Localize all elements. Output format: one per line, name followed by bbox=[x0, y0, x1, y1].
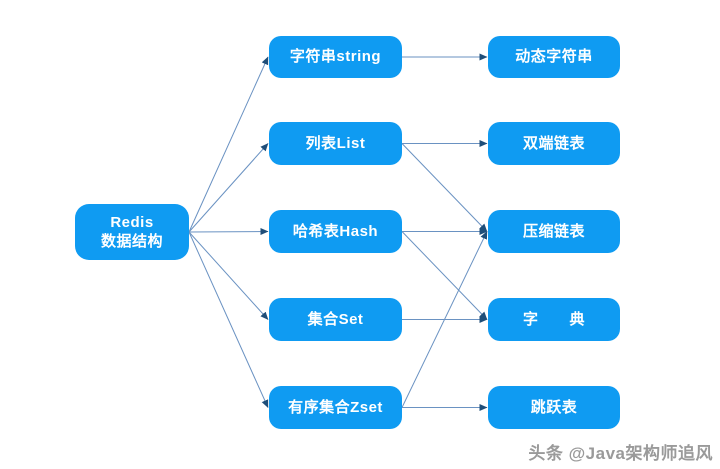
node-ziplist: 压缩链表 bbox=[488, 210, 620, 253]
node-sds: 动态字符串 bbox=[488, 36, 620, 78]
edge-list-to-ziplist bbox=[401, 143, 488, 232]
node-skiplist-label: 跳跃表 bbox=[530, 398, 578, 416]
node-dict-label: 字 典 bbox=[522, 310, 585, 328]
node-redis-label-line: 数据结构 bbox=[100, 233, 163, 250]
node-sds-label: 动态字符串 bbox=[515, 48, 593, 66]
edge-redis-to-list bbox=[188, 143, 269, 233]
node-zset: 有序集合Zset bbox=[269, 386, 402, 429]
watermark: 头条 @Java架构师追风 bbox=[528, 444, 713, 463]
node-redis: Redis 数据结构 bbox=[75, 204, 189, 260]
node-list-label: 列表List bbox=[305, 134, 366, 152]
node-dll: 双端链表 bbox=[488, 122, 620, 165]
node-hash: 哈希表Hash bbox=[269, 210, 402, 253]
node-set: 集合Set bbox=[269, 298, 402, 341]
edge-redis-to-hash bbox=[188, 228, 269, 236]
node-hash-label: 哈希表Hash bbox=[292, 222, 379, 240]
node-string-label: 字符串string bbox=[289, 48, 382, 66]
node-ziplist-label: 压缩链表 bbox=[522, 222, 585, 240]
edge-redis-to-string bbox=[188, 56, 269, 233]
node-list: 列表List bbox=[269, 122, 402, 165]
node-zset-label: 有序集合Zset bbox=[288, 398, 383, 416]
node-redis-label-line: Redis bbox=[110, 213, 154, 231]
node-skiplist: 跳跃表 bbox=[488, 386, 620, 429]
node-set-label: 集合Set bbox=[307, 310, 364, 328]
edge-zset-to-ziplist bbox=[401, 231, 488, 408]
edge-hash-to-dict bbox=[401, 231, 488, 320]
node-dll-label: 双端链表 bbox=[522, 134, 585, 152]
edge-redis-to-zset bbox=[188, 231, 269, 408]
edge-redis-to-set bbox=[188, 231, 269, 320]
node-dict: 字 典 bbox=[488, 298, 620, 341]
node-string: 字符串string bbox=[269, 36, 402, 78]
